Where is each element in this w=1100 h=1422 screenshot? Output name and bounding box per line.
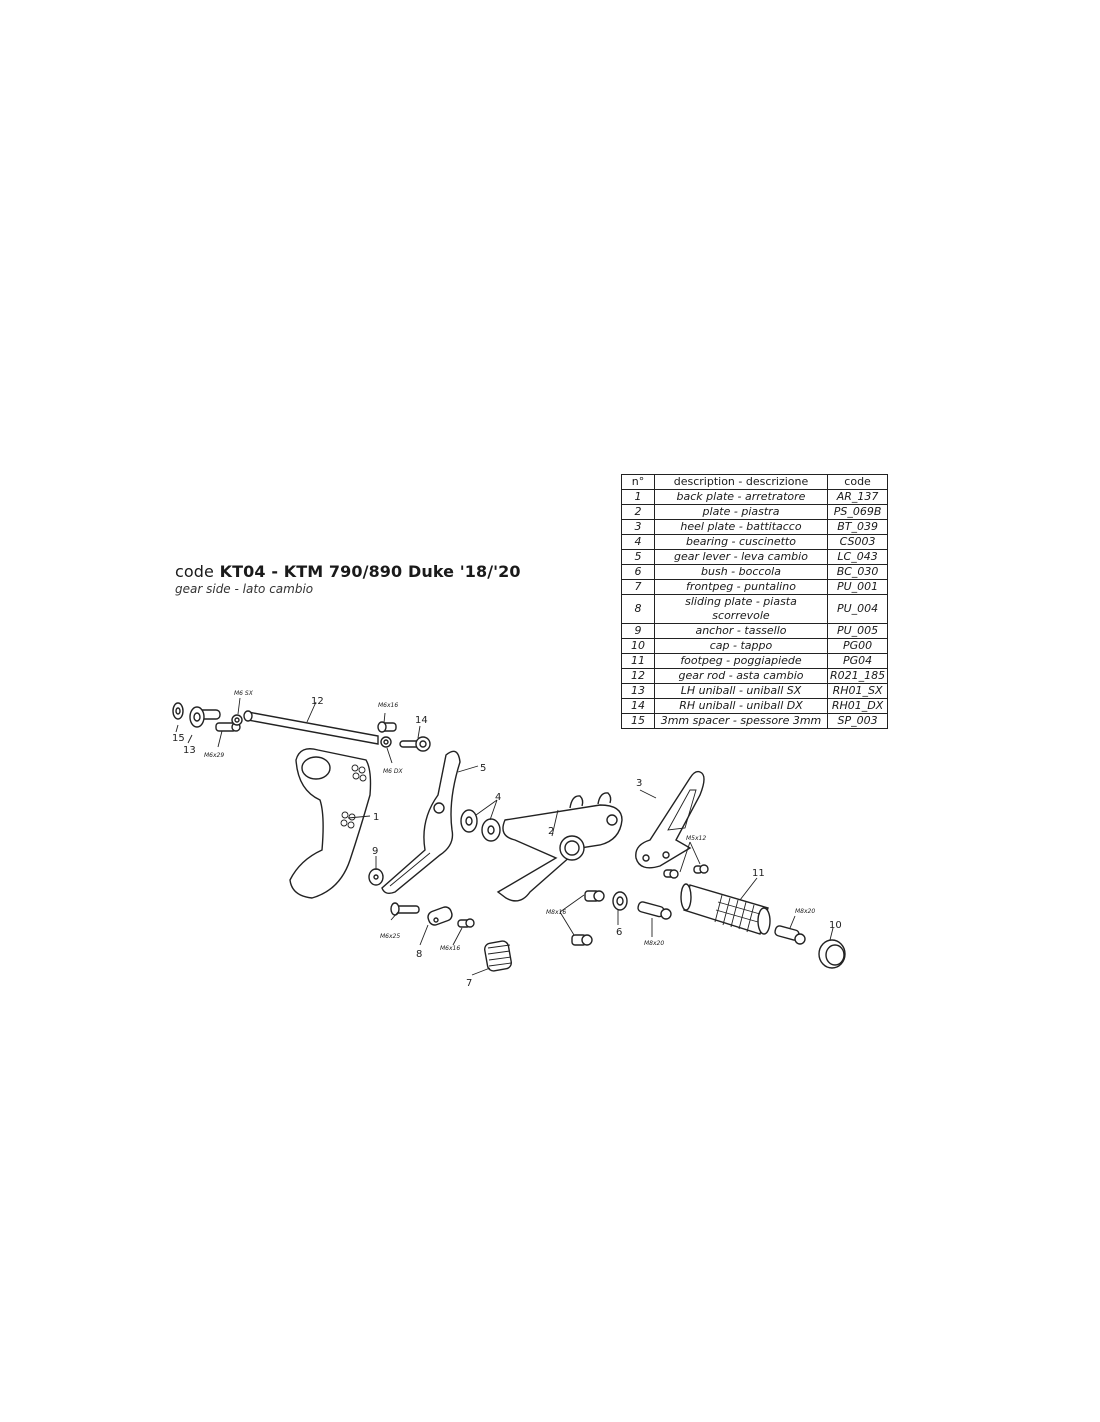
part-1-back-plate bbox=[289, 748, 372, 899]
bolt-m6x16 bbox=[377, 721, 397, 733]
part-2-plate bbox=[496, 792, 623, 902]
part-5-gear-lever bbox=[381, 750, 461, 895]
part-description-cell: heel plate - battitacco bbox=[654, 519, 828, 535]
leader-lines bbox=[175, 697, 834, 976]
part-code-cell: BC_030 bbox=[826, 564, 889, 580]
callout-2: 2 bbox=[548, 826, 554, 837]
part-number-cell: 12 bbox=[621, 668, 655, 684]
part-code-cell: BT_039 bbox=[826, 519, 889, 535]
nut-m6-sx bbox=[231, 714, 243, 726]
part-14-uniball-rh bbox=[399, 736, 431, 752]
part-10-cap bbox=[818, 939, 846, 969]
part-7-frontpeg bbox=[484, 940, 512, 972]
callout-9: 9 bbox=[372, 846, 378, 857]
part-13-uniball-lh bbox=[189, 706, 221, 728]
bolt-m6x25 bbox=[390, 902, 420, 916]
part-code-cell: PG00 bbox=[826, 638, 889, 654]
callout-6: 6 bbox=[616, 927, 622, 938]
label-m8x16: M8x16 bbox=[546, 909, 566, 916]
part-code-cell: PS_069B bbox=[826, 504, 889, 520]
header-description: description - descrizione bbox=[654, 474, 828, 490]
label-m6x16: M6x16 bbox=[378, 702, 398, 709]
callout-4: 4 bbox=[495, 792, 501, 803]
kit-subtitle: gear side - lato cambio bbox=[175, 582, 314, 596]
callout-7: 7 bbox=[466, 978, 472, 989]
callout-1: 1 bbox=[373, 812, 379, 823]
label-m6-sx: M6 SX bbox=[234, 690, 254, 697]
bolt-m6x16-b bbox=[457, 918, 475, 928]
part-11-footpeg bbox=[680, 883, 771, 935]
part-code-cell: PU_004 bbox=[826, 594, 889, 624]
part-8-sliding-plate bbox=[427, 906, 453, 926]
label-m5x12: M5x12 bbox=[686, 835, 706, 842]
part-code-cell: LC_043 bbox=[826, 549, 889, 565]
nut-m6-dx bbox=[380, 736, 392, 748]
callout-11: 11 bbox=[752, 868, 765, 879]
callout-10: 10 bbox=[829, 920, 842, 931]
part-description-cell: 3mm spacer - spessore 3mm bbox=[654, 713, 828, 729]
part-number-cell: 13 bbox=[621, 683, 655, 699]
part-9-anchor bbox=[368, 868, 384, 886]
kit-code: KT04 - KTM 790/890 Duke '18/'20 bbox=[219, 562, 521, 581]
callout-13: 13 bbox=[183, 745, 196, 756]
part-code-cell: SP_003 bbox=[826, 713, 889, 729]
bolt-m8x16-a bbox=[584, 890, 605, 902]
label-m6-dx: M6 DX bbox=[383, 768, 404, 775]
bolt-m8x20-a bbox=[637, 901, 672, 920]
part-15-spacer bbox=[172, 702, 184, 720]
table-header-row: n° description - descrizione code bbox=[621, 474, 889, 490]
callout-14: 14 bbox=[415, 715, 428, 726]
label-m6x16-b: M6x16 bbox=[440, 945, 460, 952]
part-4-bearings bbox=[460, 809, 501, 842]
part-code-cell: AR_137 bbox=[826, 489, 889, 505]
label-m6x29: M6x29 bbox=[204, 752, 224, 759]
bolt-m5x12-b bbox=[693, 864, 709, 874]
bolt-m5x12-a bbox=[663, 869, 679, 879]
part-number-cell: 10 bbox=[621, 638, 655, 654]
part-code-cell: R021_185 bbox=[826, 668, 889, 684]
part-description-cell: RH uniball - uniball DX bbox=[654, 698, 828, 714]
part-description-cell: sliding plate - piasta scorrevole bbox=[654, 594, 828, 624]
label-m8x20-a: M8x20 bbox=[644, 940, 664, 947]
label-m6x25: M6x25 bbox=[380, 933, 400, 940]
callout-5: 5 bbox=[480, 763, 486, 774]
kit-title: code KT04 - KTM 790/890 Duke '18/'20 bbox=[175, 562, 521, 581]
part-code-cell: PG04 bbox=[826, 653, 889, 669]
part-6-bush bbox=[612, 891, 628, 911]
part-code-cell: CS003 bbox=[826, 534, 889, 550]
callout-3: 3 bbox=[636, 778, 642, 789]
callout-12: 12 bbox=[311, 696, 324, 707]
part-3-heel-plate bbox=[635, 770, 705, 869]
part-description-cell: plate - piastra bbox=[654, 504, 828, 520]
header-code: code bbox=[826, 474, 889, 490]
label-m8x20-b: M8x20 bbox=[795, 908, 815, 915]
callout-15: 15 bbox=[172, 733, 185, 744]
bolt-m8x20-b bbox=[774, 925, 806, 945]
part-12-gear-rod bbox=[243, 710, 379, 745]
code-prefix: code bbox=[175, 562, 214, 581]
part-code-cell: PU_001 bbox=[826, 579, 889, 595]
part-description-cell: cap - tappo bbox=[654, 638, 828, 654]
bolt-m8x16-b bbox=[571, 934, 593, 946]
callout-8: 8 bbox=[416, 949, 422, 960]
part-description-cell: anchor - tassello bbox=[654, 623, 828, 639]
part-number-cell: 15 bbox=[621, 713, 655, 729]
